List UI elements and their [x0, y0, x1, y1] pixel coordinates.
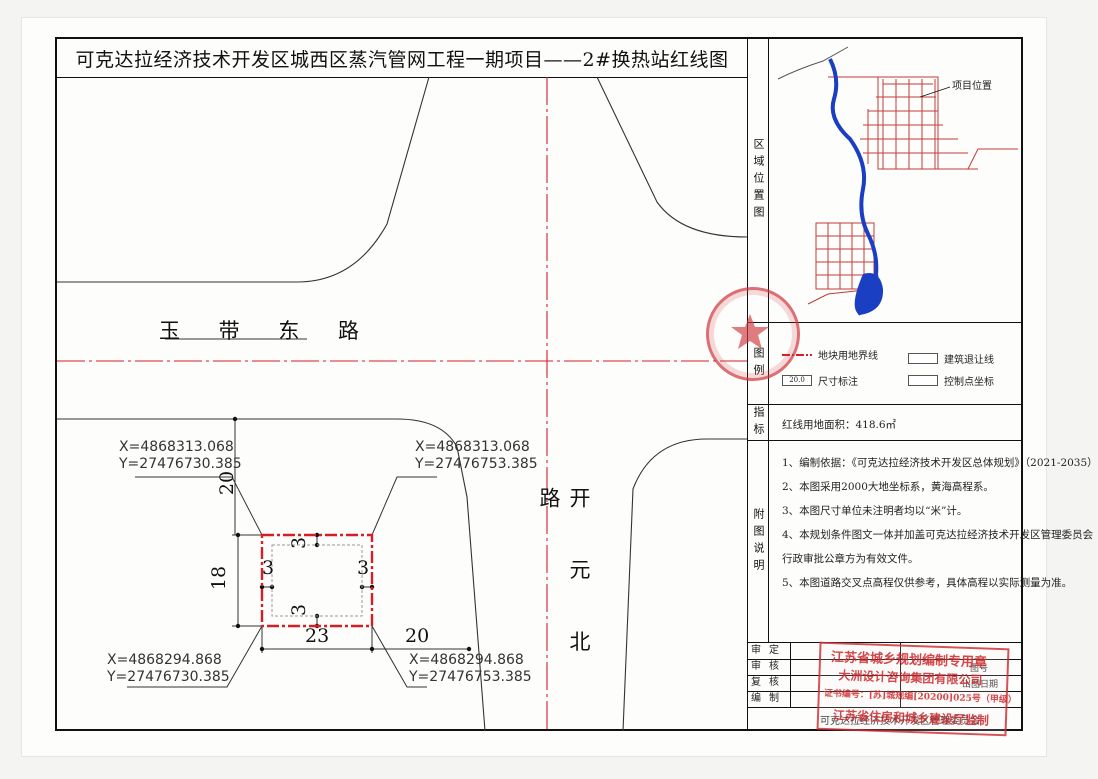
official-seal — [706, 287, 800, 381]
legend-control: 控制点坐标 — [908, 373, 994, 388]
road-edge-top-right — [596, 76, 748, 238]
dim-setback-right: 3 — [357, 557, 370, 579]
road-label-kaiyuan-north: 开 元 北 路 — [537, 487, 591, 674]
seal-star — [731, 314, 769, 349]
note-4: 4、本规划条件图文一体并加盖可克达拉经济技术开发区管理委员会 — [782, 529, 1094, 541]
signoff-row: 复核 出图日期 — [748, 675, 1022, 692]
building-setback-line — [271, 544, 363, 617]
site-area: 红线用地面积：418.6㎡ — [782, 419, 897, 431]
indicator-label: 指标 — [748, 405, 769, 440]
road-label-yudai-east: 玉 带 东 路 — [159, 319, 376, 343]
dim-setback-right-dist: 20 — [405, 625, 430, 647]
location-map-section: 区域位置图 — [748, 39, 1022, 323]
site-plan-drawing — [57, 76, 748, 732]
road-edge-bottom-right — [622, 438, 747, 732]
project-location-label: 项目位置 — [952, 79, 992, 92]
dim-setback-top: 3 — [288, 536, 311, 550]
drawing-sheet: 可克达拉经济技术开发区城西区蒸汽管网工程一期项目——2#换热站红线图 — [22, 18, 1098, 756]
planning-seal: 江苏省城乡规划编制专用章 大洲设计咨询集团有限公司 证书编号：[苏]城规编[20… — [816, 641, 1017, 737]
dim-setback-top-dist: 20 — [216, 470, 239, 496]
site-boundary-line — [260, 533, 374, 628]
legend-dimension: 20.0 尺寸标注 — [782, 373, 858, 388]
road-edge-top-left — [57, 76, 430, 283]
note-4-cont: 行政审批公章方为有效文件。 — [782, 553, 919, 565]
dim-width: 23 — [305, 625, 330, 647]
signoff-row: 审定 — [748, 643, 1022, 660]
dim-setback-bottom: 3 — [288, 603, 311, 617]
side-panel: 区域位置图 — [706, 39, 1098, 737]
legend-building: 建筑退让线 — [908, 351, 994, 366]
dim-setback-left: 3 — [262, 557, 275, 579]
drawing-title: 可克达拉经济技术开发区城西区蒸汽管网工程一期项目——2#换热站红线图 — [57, 39, 747, 78]
drawing-frame: 可克达拉经济技术开发区城西区蒸汽管网工程一期项目——2#换热站红线图 — [55, 37, 1098, 737]
dim-height: 18 — [208, 565, 231, 591]
signoff-row: 审核 图号 — [748, 659, 1022, 676]
note-5: 5、本图道路交叉点高程仅供参考，具体高程以实际测量为准。 — [782, 577, 1073, 589]
signoff-row: 编制 — [748, 691, 1022, 708]
footer-authority: 可克达拉经济技术开发区管理委员会 — [820, 716, 980, 727]
note-2: 2、本图采用2000大地坐标系，黄海高程系。 — [782, 481, 994, 493]
note-3: 3、本图尺寸单位未注明者均以“米”计。 — [782, 505, 968, 517]
note-1: 1、编制依据：《可克达拉经济技术开发区总体规划》（2021-2035） — [782, 457, 1098, 469]
indicator-section: 指标 红线用地面积：418.6㎡ — [748, 405, 1022, 441]
road-edge-bottom-left — [57, 418, 486, 732]
location-map-label: 区域位置图 — [748, 39, 769, 322]
notes-label: 附图说明 — [748, 441, 769, 642]
river-path — [828, 58, 879, 316]
location-map: 项目位置 — [777, 46, 1018, 316]
notes-section: 附图说明 1、编制依据：《可克达拉经济技术开发区总体规划》（2021-2035）… — [748, 441, 1098, 643]
